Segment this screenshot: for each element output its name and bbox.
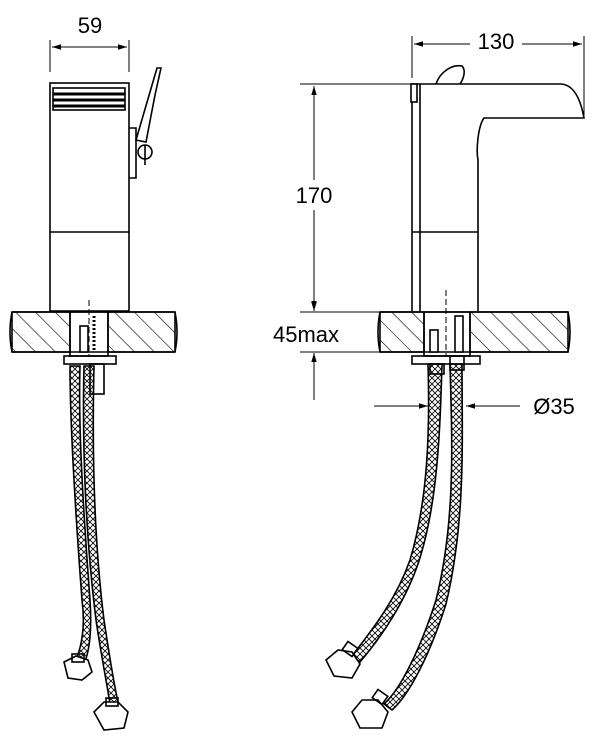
front-hoses — [63, 365, 129, 731]
front-view: 59 — [9, 13, 178, 731]
side-hose-nut-right — [351, 688, 389, 729]
side-deck-section — [377, 290, 571, 365]
dimension-width: 59 — [49, 13, 130, 72]
side-hose-nut-left — [325, 640, 361, 679]
dim-height-label: 170 — [296, 183, 333, 208]
dimension-height: 170 — [286, 83, 412, 310]
dim-depth-label: 130 — [478, 29, 515, 54]
front-hose-nut-left — [63, 653, 93, 681]
side-faucet-body — [410, 64, 585, 311]
dim-diameter-label: Ø35 — [533, 394, 575, 419]
dimension-deck: 45max — [273, 290, 380, 400]
side-view: 130 170 45max — [273, 28, 585, 729]
dim-width-label: 59 — [78, 13, 102, 38]
dim-deck-label: 45max — [273, 322, 339, 347]
side-hoses — [325, 355, 465, 729]
front-faucet-body — [49, 67, 162, 312]
dimension-depth: 130 — [411, 28, 585, 118]
front-hose-nut-right — [93, 697, 129, 731]
front-deck-section — [9, 300, 178, 395]
dimension-diameter: Ø35 — [374, 394, 575, 419]
